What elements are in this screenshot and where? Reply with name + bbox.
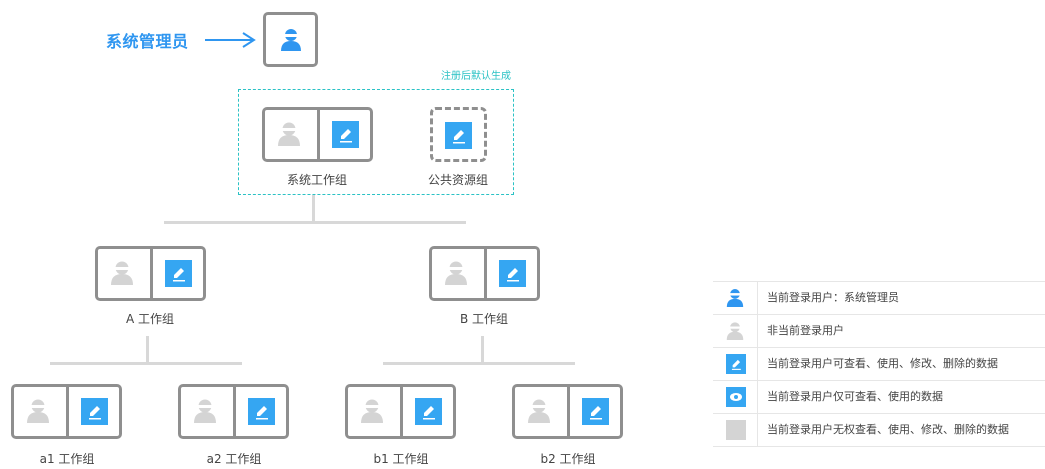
group-label-a: A 工作组 [125, 312, 175, 326]
connector [164, 221, 466, 224]
edit-icon [726, 354, 746, 374]
edit-icon [81, 398, 108, 425]
no-access-icon [726, 420, 746, 440]
other-user-icon [360, 398, 384, 428]
current-user-icon [280, 28, 302, 56]
legend-row: 当前登录用户仅可查看、使用的数据 [713, 380, 1045, 413]
group-label-b1: b1 工作组 [373, 452, 429, 466]
other-user-icon [444, 260, 468, 290]
legend-row: 当前登录用户：系统管理员 [713, 281, 1045, 314]
edit-icon [248, 398, 275, 425]
group-node-system[interactable] [262, 107, 373, 162]
group-label-a1: a1 工作组 [39, 452, 95, 466]
admin-avatar-node[interactable] [263, 12, 318, 67]
group-node-b2[interactable] [512, 384, 623, 439]
connector [383, 362, 575, 365]
connector [146, 336, 149, 363]
connector [481, 336, 484, 363]
edit-icon [165, 260, 192, 287]
group-label-public: 公共资源组 [427, 173, 488, 187]
current-user-icon [726, 288, 744, 312]
group-label-system: 系统工作组 [286, 173, 347, 187]
group-node-b[interactable] [429, 246, 540, 301]
legend-text: 当前登录用户仅可查看、使用的数据 [767, 390, 943, 403]
arrow-right-icon [205, 32, 256, 48]
edit-icon [445, 122, 472, 149]
connector [312, 195, 315, 222]
group-node-a[interactable] [95, 246, 206, 301]
admin-label: 系统管理员 [106, 32, 189, 51]
legend-row: 当前登录用户无权查看、使用、修改、删除的数据 [713, 413, 1045, 447]
other-user-icon [110, 260, 134, 290]
legend-text: 当前登录用户可查看、使用、修改、删除的数据 [767, 357, 998, 370]
legend-row: 当前登录用户可查看、使用、修改、删除的数据 [713, 347, 1045, 380]
other-user-icon [527, 398, 551, 428]
edit-icon [499, 260, 526, 287]
connector [50, 362, 242, 365]
legend-row: 非当前登录用户 [713, 314, 1045, 347]
legend: 当前登录用户：系统管理员 非当前登录用户 当前登录用户可查看、使用、修改、删除的… [713, 281, 1045, 447]
auto-generated-note: 注册后默认生成 [441, 71, 511, 82]
group-node-a2[interactable] [178, 384, 289, 439]
other-user-icon [277, 121, 301, 151]
group-label-b2: b2 工作组 [540, 452, 596, 466]
edit-icon [582, 398, 609, 425]
group-label-a2: a2 工作组 [206, 452, 262, 466]
group-node-a1[interactable] [11, 384, 122, 439]
other-user-icon [193, 398, 217, 428]
view-icon [726, 387, 746, 407]
group-node-b1[interactable] [345, 384, 456, 439]
other-user-icon [26, 398, 50, 428]
group-node-public[interactable] [430, 107, 487, 162]
edit-icon [332, 121, 359, 148]
default-groups-region [238, 89, 514, 195]
legend-text: 非当前登录用户 [767, 324, 844, 337]
group-label-b: B 工作组 [459, 312, 509, 326]
legend-text: 当前登录用户无权查看、使用、修改、删除的数据 [767, 423, 1009, 436]
other-user-icon [726, 321, 744, 345]
edit-icon [415, 398, 442, 425]
legend-text: 当前登录用户：系统管理员 [767, 291, 899, 304]
